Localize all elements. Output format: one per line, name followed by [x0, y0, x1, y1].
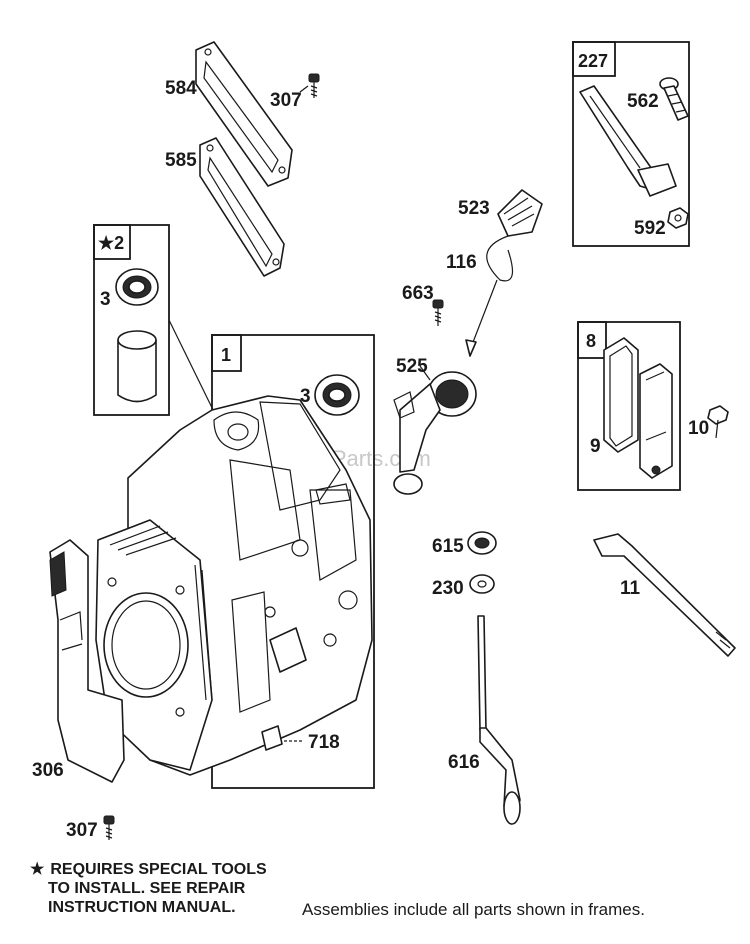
cylinder-bore-shape [95, 519, 213, 771]
screw-663-shape [432, 299, 444, 326]
gasket-584-shape [195, 41, 293, 187]
breather-tube-11-shape [593, 533, 736, 657]
stud-562-shape [659, 77, 689, 121]
star-icon: ★ [30, 861, 45, 878]
label-584: 584 [165, 78, 197, 99]
label-230: 230 [432, 578, 464, 599]
label-718: 718 [308, 732, 340, 753]
label-616: 616 [448, 752, 480, 773]
label-562: 562 [627, 91, 659, 112]
rocker-arm-562-shape [579, 85, 677, 197]
special-tools-line-3: INSTRUCTION MANUAL. [48, 899, 236, 916]
frame-1-label: 1 [221, 345, 231, 365]
air-baffle-306-shape [49, 539, 125, 783]
label-116: 116 [446, 252, 477, 273]
seal-ring-shape [115, 268, 159, 306]
leader-307-top [299, 85, 309, 93]
frame-2-tab [93, 224, 131, 260]
dipstick-cap-523-shape [497, 189, 543, 237]
label-523: 523 [458, 198, 490, 219]
special-tools-note: ★ REQUIRES SPECIAL TOOLS TO INSTALL. SEE … [30, 860, 290, 917]
oil-fill-tube-525-shape [393, 371, 477, 495]
frame-2-label: ★2 [98, 233, 124, 253]
seal-3-frame1-shape [314, 374, 360, 416]
special-tools-line-2: TO INSTALL. SEE REPAIR [48, 880, 246, 897]
frame-8-tab [577, 321, 607, 359]
bushing-sleeve-shape [117, 330, 157, 403]
label-307-top: 307 [270, 90, 302, 111]
leader-525 [419, 365, 431, 381]
screw-10-shape [707, 405, 729, 439]
label-307-bottom: 307 [66, 820, 98, 841]
label-663: 663 [402, 283, 434, 304]
frame-227-tab [572, 41, 616, 77]
label-3-frame1: 3 [300, 386, 311, 407]
label-306: 306 [32, 760, 64, 781]
label-585: 585 [165, 150, 197, 171]
dipstick-116-shape [465, 235, 514, 357]
label-11: 11 [620, 578, 641, 599]
assemblies-note: Assemblies include all parts shown in fr… [302, 900, 645, 919]
washer-230-shape [469, 574, 495, 594]
label-592: 592 [634, 218, 666, 239]
nut-592-shape [667, 207, 689, 229]
label-9: 9 [590, 436, 601, 457]
label-10: 10 [688, 418, 709, 439]
special-tools-line-1: REQUIRES SPECIAL TOOLS [50, 861, 267, 878]
label-525: 525 [396, 356, 428, 377]
label-615: 615 [432, 536, 464, 557]
dowel-pin-718-shape [261, 725, 304, 751]
frame-227-label: 227 [578, 51, 608, 71]
gasket-9-shape [603, 337, 639, 453]
frame-8-label: 8 [586, 331, 596, 351]
seal-615-shape [467, 531, 497, 555]
gasket-585-shape [199, 137, 285, 277]
screw-307-bottom-shape [103, 815, 115, 840]
frame-1-tab [211, 334, 242, 372]
frame-8-box [577, 321, 681, 491]
frame-227-box [572, 41, 690, 247]
governor-shaft-616-shape [477, 615, 521, 825]
breather-cover-shape [639, 363, 673, 479]
screw-307-top-shape [308, 73, 320, 98]
label-3-frame2: 3 [100, 289, 111, 310]
leader-line-frame-2 [168, 319, 219, 421]
